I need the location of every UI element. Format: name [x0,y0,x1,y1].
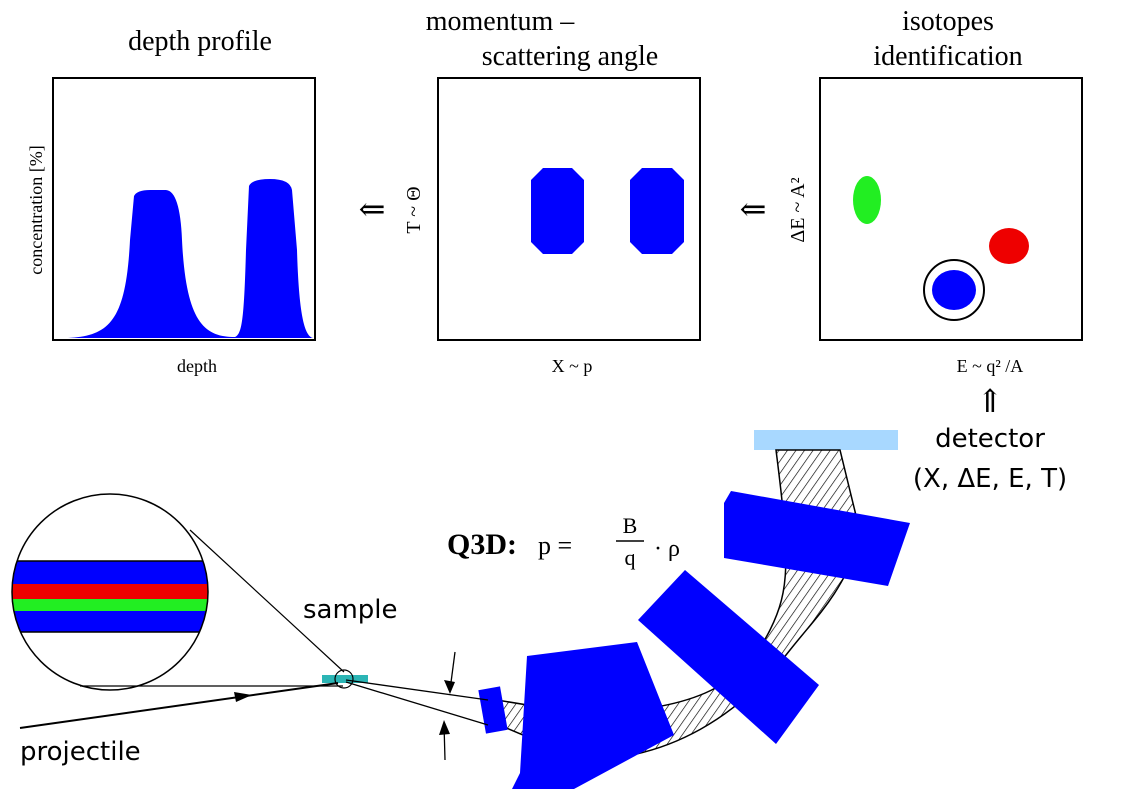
momentum-blob-2 [630,168,684,254]
momentum-blob-1 [531,168,584,254]
arrow-left-2: ⇐ [740,191,767,227]
detector-signals: (X, ΔE, E, T) [913,464,1067,494]
depth-profile-ylabel: concentration [%] [26,145,46,274]
momentum-title-line2: scattering angle [482,41,658,72]
acceptance-arrowhead-top [444,680,455,694]
sample-marker [334,669,354,689]
isotope-blue-spot [932,270,976,310]
projectile-beam [19,682,339,729]
q3d-formula-denominator: q [625,545,636,570]
projectile-label: projectile [20,737,141,767]
scattered-beam-upper [345,679,489,701]
detector-label: detector [935,424,1045,454]
isotopes-title-line2: identification [873,41,1022,72]
q3d-formula-numerator: B [623,513,638,538]
arrow-up: ⇑ [977,383,1004,419]
depth-profile-xlabel: depth [177,356,217,376]
q3d-name: Q3D: [447,528,517,561]
sample-layers [12,560,208,633]
arrow-left-1: ⇐ [359,191,386,227]
dipole-magnet-2 [638,570,819,744]
sample-zoom-circle [11,493,209,691]
momentum-xlabel: X ~ p [552,356,593,376]
layer-blue-bottom [12,611,208,632]
acceptance-arrowhead-bottom [439,720,450,735]
isotopes-ylabel: ΔE ~ A² [787,177,809,242]
quadrupole-magnet [478,686,508,734]
depth-profile-title: depth profile [128,26,272,57]
zoom-line-upper [189,529,345,673]
isotopes-title-line1: isotopes [902,6,994,37]
scattered-beam-lower [345,681,489,726]
q3d-formula-rho: · ρ [654,536,680,562]
momentum-ylabel: T ~ Θ [403,186,425,233]
isotope-green-spot [853,176,881,224]
sample-label: sample [303,595,398,625]
detector-bar [754,430,898,450]
isotope-red-spot [989,228,1029,264]
projectile-arrowhead [234,692,252,702]
layer-green [12,599,208,611]
q3d-formula-p: p = [538,531,572,560]
sample-target [322,675,368,683]
momentum-title-line1: momentum – [426,6,576,37]
isotopes-xlabel: E ~ q² /A [957,356,1024,376]
depth-profile-peaks [68,179,313,338]
layer-red [12,584,208,599]
dipole-magnet-3 [724,491,910,586]
dipole-magnet-1 [512,642,674,789]
layer-blue-top [12,561,208,584]
